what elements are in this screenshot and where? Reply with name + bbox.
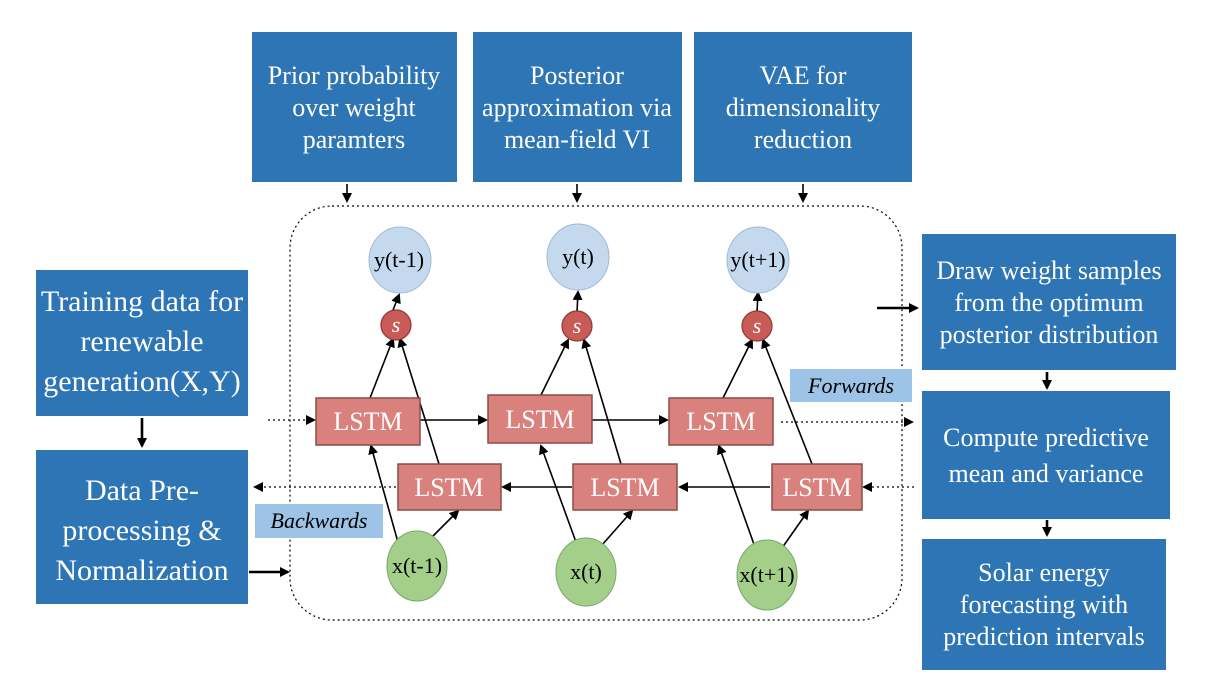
left-box-training: Training data for renewable generation(X…: [36, 270, 248, 416]
output-node-3: y(t+1): [726, 226, 790, 294]
input-node-1-label: x(t-1): [392, 553, 442, 578]
top-box-prior-line-3: paramters: [303, 125, 406, 154]
output-node-1: y(t-1): [368, 226, 432, 294]
x2-to-f2: [539, 444, 577, 543]
x3-to-f3: [716, 444, 757, 551]
activation-node-1: s: [380, 309, 412, 341]
input-node-3: x(t+1): [736, 539, 798, 611]
left-box-preprocess-line-1: Data Pre-: [85, 474, 199, 507]
forward-lstm-2-label: LSTM: [505, 405, 574, 434]
forward-lstm-3-label: LSTM: [686, 407, 755, 436]
s2-to-y2: [572, 290, 583, 313]
top-box-posterior-line-1: Posterior: [530, 61, 624, 90]
forward-lstm-3: LSTM: [668, 397, 774, 446]
backward-lstm-1-label: LSTM: [414, 473, 483, 502]
input-node-3-label: x(t+1): [739, 562, 794, 587]
forwards-tag: Forwards: [790, 369, 912, 402]
activation-node-2-label: s: [573, 313, 582, 338]
right-box-forecast-line-1: Solar energy: [978, 558, 1110, 587]
left-box-preprocess-line-3: Normalization: [55, 554, 228, 587]
right-box-forecast-line-2: forecasting with: [960, 590, 1128, 619]
forward-lstm-1: LSTM: [315, 397, 421, 446]
x1-to-f1: [368, 444, 402, 554]
top-box-prior: Prior probability over weight paramters: [252, 32, 457, 182]
input-node-1: x(t-1): [386, 530, 448, 602]
top-box-vae-line-1: VAE for: [760, 61, 847, 90]
activation-node-2: s: [561, 310, 593, 342]
right-box-draw-samples-line-1: Draw weight samples: [936, 256, 1161, 285]
backward-lstm-3: LSTM: [771, 463, 863, 511]
left-box-preprocess: Data Pre- processing & Normalization: [36, 450, 248, 604]
right-box-forecast: Solar energy forecasting with prediction…: [922, 539, 1166, 670]
backward-lstm-1: LSTM: [397, 463, 502, 511]
left-box-preprocess-line-2: processing &: [62, 514, 221, 547]
top-box-vae-line-2: dimensionality: [726, 93, 881, 122]
forward-lstm-2: LSTM: [487, 394, 593, 444]
right-box-draw-samples-line-2: from the optimum: [954, 288, 1143, 317]
top-box-posterior-line-2: approximation via: [482, 93, 672, 122]
left-box-training-line-3: generation(X,Y): [43, 365, 240, 398]
right-box-forecast-line-3: prediction intervals: [943, 622, 1144, 651]
x2-to-b2: [601, 509, 634, 546]
top-box-vae: VAE for dimensionality reduction: [694, 32, 912, 182]
right-box-compute: Compute predictive mean and variance: [922, 391, 1170, 519]
output-node-2: y(t): [546, 223, 610, 291]
s1-to-y1: [391, 293, 401, 311]
f2-to-s2: [540, 338, 569, 396]
right-box-draw-samples-line-3: posterior distribution: [940, 320, 1159, 349]
backwards-tag: Backwards: [255, 504, 383, 538]
x3-to-b3: [781, 509, 810, 549]
b2-to-s2: [581, 338, 622, 465]
input-node-2-label: x(t): [570, 559, 602, 584]
backward-lstm-2: LSTM: [572, 463, 678, 511]
left-box-training-line-1: Training data for: [41, 285, 243, 318]
top-box-posterior: Posterior approximation via mean-field V…: [473, 32, 682, 182]
backward-lstm-2-label: LSTM: [590, 473, 659, 502]
top-box-prior-line-2: over weight: [292, 93, 416, 122]
output-node-3-label: y(t+1): [730, 247, 785, 272]
right-box-compute-line-2: mean and variance: [949, 459, 1144, 488]
backward-lstm-3-label: LSTM: [782, 473, 851, 502]
output-node-1-label: y(t-1): [374, 247, 424, 272]
top-box-posterior-line-3: mean-field VI: [504, 125, 650, 154]
output-node-2-label: y(t): [562, 244, 594, 269]
f1-to-s1: [369, 337, 395, 399]
backwards-label: Backwards: [271, 508, 368, 533]
activation-node-3-label: s: [753, 313, 762, 338]
s3-to-y3: [752, 291, 763, 313]
input-node-2: x(t): [555, 537, 617, 607]
right-box-draw-samples: Draw weight samples from the optimum pos…: [922, 234, 1176, 370]
left-box-training-line-2: renewable: [80, 325, 203, 358]
forwards-label: Forwards: [807, 373, 894, 398]
activation-node-1-label: s: [392, 312, 401, 337]
forward-lstm-1-label: LSTM: [333, 407, 402, 436]
f3-to-s3: [722, 338, 753, 399]
activation-node-3: s: [741, 310, 773, 342]
right-box-compute-line-1: Compute predictive: [943, 423, 1149, 452]
top-box-vae-line-3: reduction: [754, 125, 852, 154]
b3-to-s3: [761, 338, 813, 465]
top-box-prior-line-1: Prior probability: [268, 61, 441, 90]
